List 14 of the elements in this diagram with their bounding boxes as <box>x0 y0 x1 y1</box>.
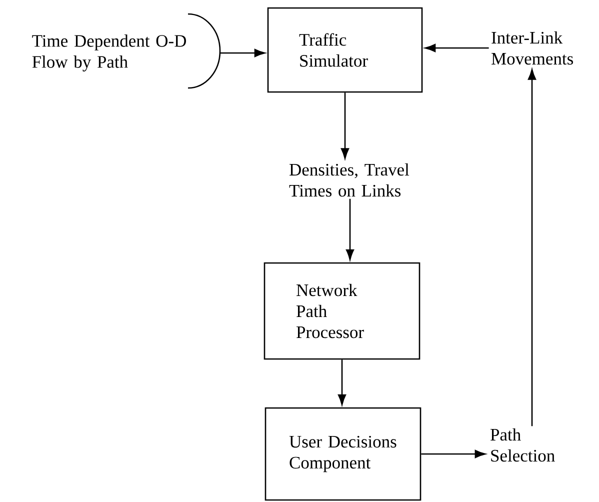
flow-text: Densities, Travel Times on Links <box>289 163 410 197</box>
arrow <box>346 198 354 260</box>
process-box: User Decisions Component <box>264 407 422 501</box>
process-box: Network Path Processor <box>264 262 420 360</box>
arrow <box>424 44 489 52</box>
arrow <box>220 48 266 58</box>
arrow <box>340 92 350 159</box>
arrow <box>421 450 486 458</box>
input-text: Time Dependent O-D Flow by Path <box>32 34 186 72</box>
feedback-text: Inter-Link Movements <box>492 31 573 65</box>
output-text: Path Selection <box>490 428 555 462</box>
arrow <box>338 360 346 406</box>
arrow <box>528 69 536 426</box>
process-box: Traffic Simulator <box>267 7 423 93</box>
